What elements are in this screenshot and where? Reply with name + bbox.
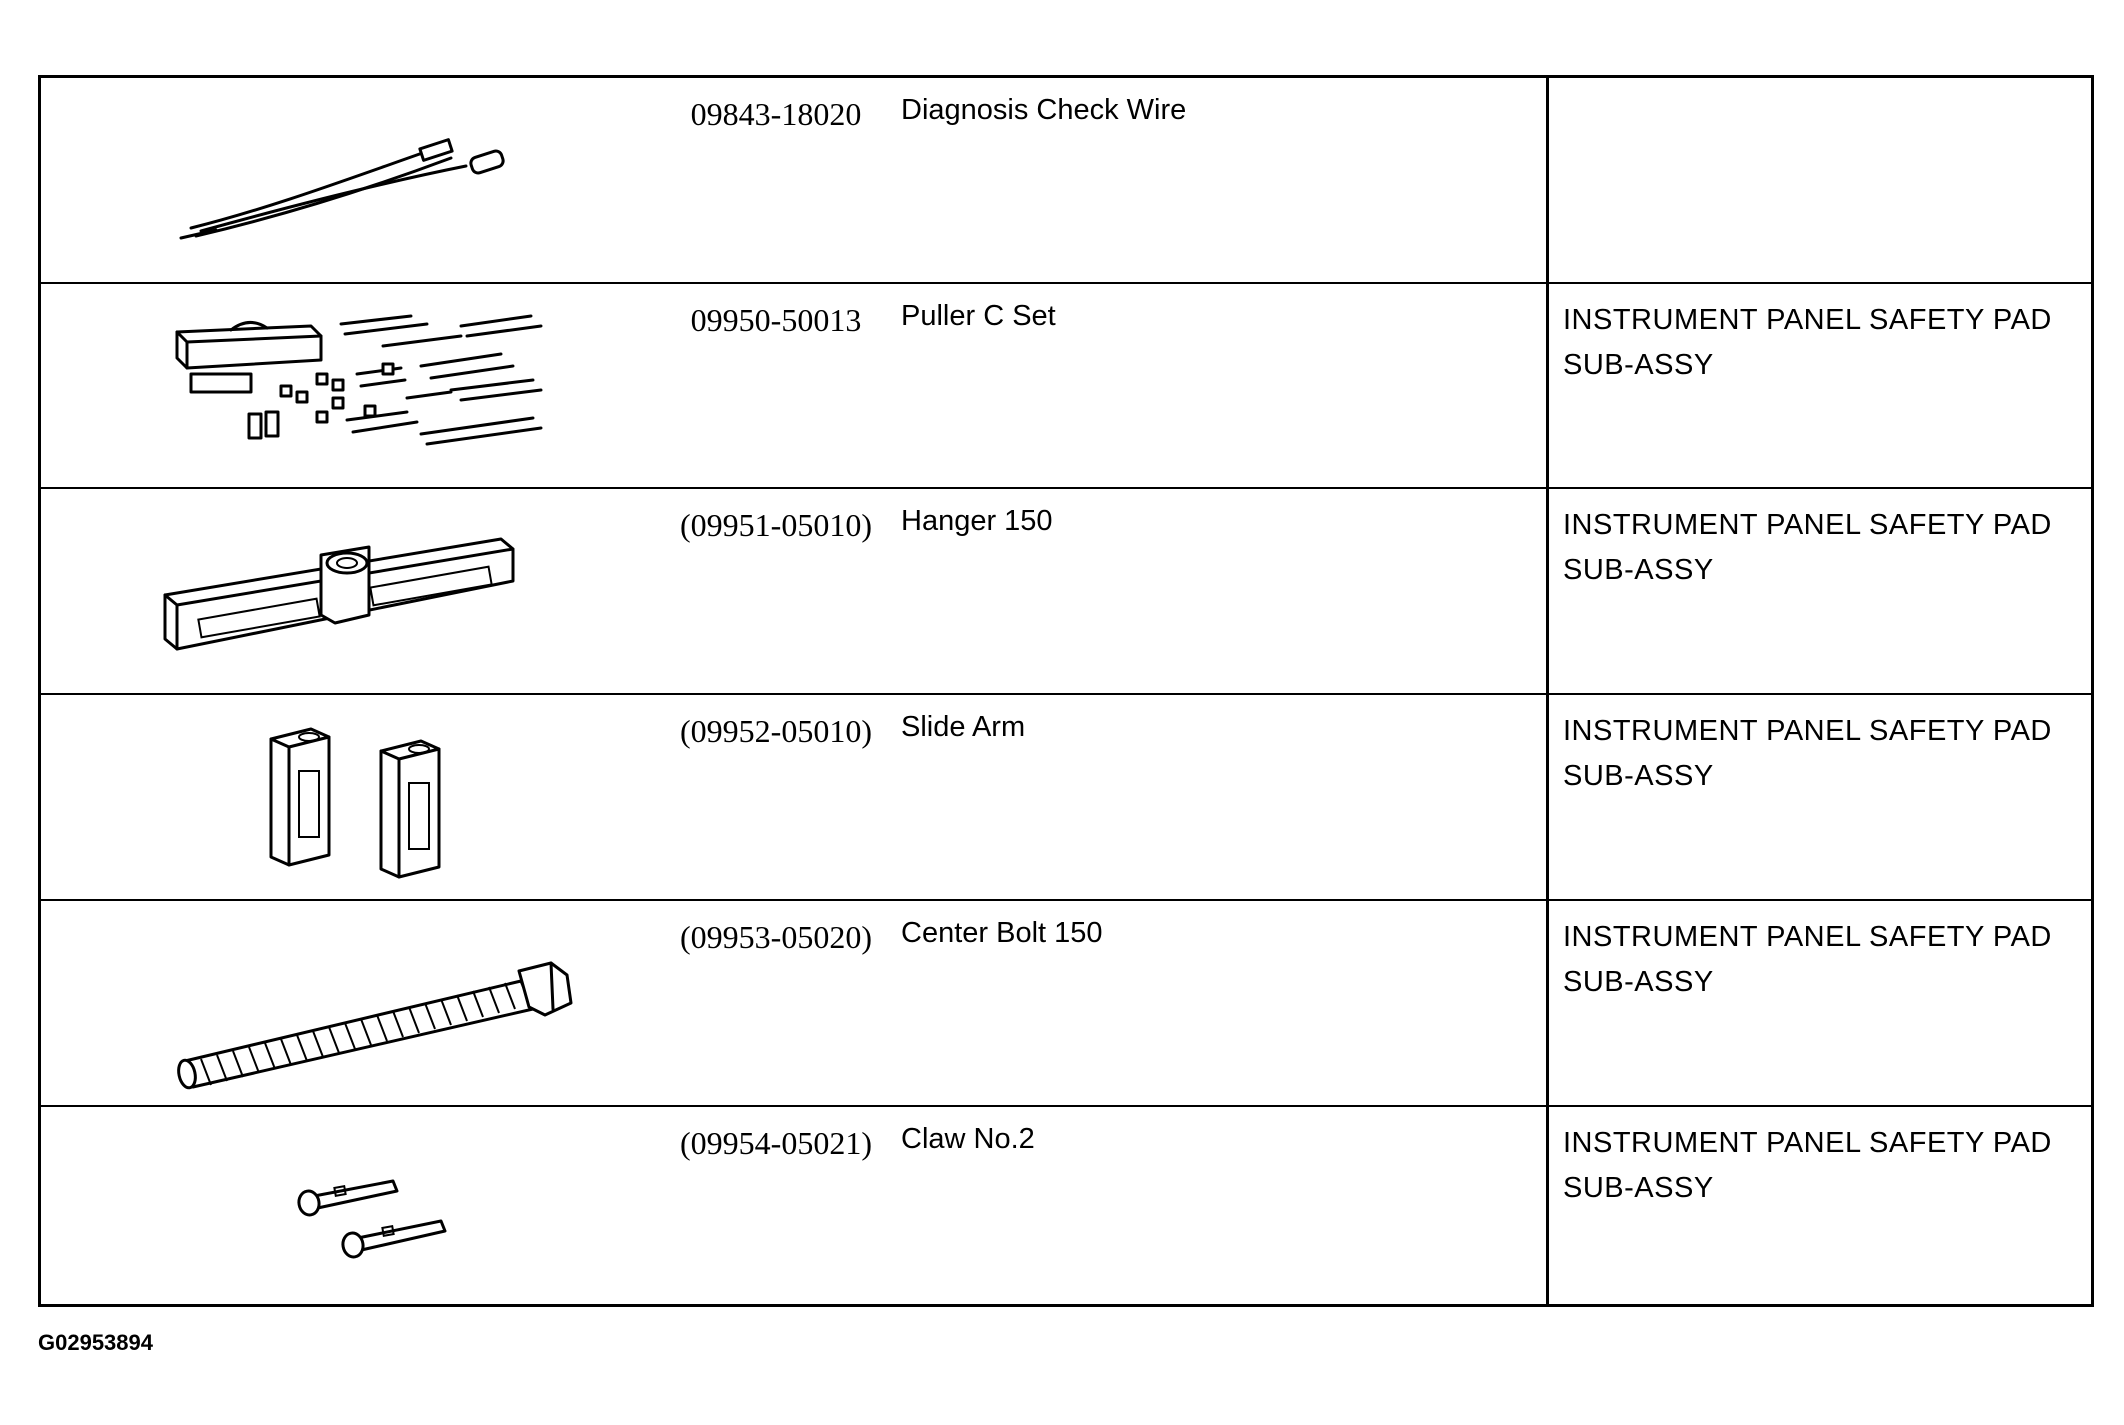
part-name: Puller C Set [901, 300, 1056, 332]
part-name: Center Bolt 150 [901, 917, 1103, 949]
slide-arm-illustration [269, 727, 441, 879]
usage-text: INSTRUMENT PANEL SAFETY PAD SUB-ASSY [1563, 304, 2052, 381]
table-row: (09951-05010) Hanger 150 INSTRUMENT PANE… [41, 489, 2091, 695]
part-name: Claw No.2 [901, 1123, 1035, 1155]
center-bolt-illustration [177, 961, 573, 1090]
usage-text: INSTRUMENT PANEL SAFETY PAD SUB-ASSY [1563, 921, 2052, 998]
part-number: (09954-05021) [680, 1125, 872, 1161]
usage-text: INSTRUMENT PANEL SAFETY PAD SUB-ASSY [1563, 509, 2052, 586]
usage-text: INSTRUMENT PANEL SAFETY PAD SUB-ASSY [1563, 1127, 2052, 1204]
usage-text: INSTRUMENT PANEL SAFETY PAD SUB-ASSY [1563, 715, 2052, 792]
hanger-illustration [163, 537, 515, 651]
table-row: 09950-50013 Puller C Set INSTRUMENT PANE… [41, 284, 2091, 489]
table-row: (09952-05010) Slide Arm INSTRUMENT PANEL… [41, 695, 2091, 901]
column-divider [1546, 78, 1549, 1304]
part-name: Diagnosis Check Wire [901, 94, 1187, 126]
part-number: 09843-18020 [690, 96, 862, 132]
part-number: (09951-05010) [680, 507, 872, 543]
figure-code: G02953894 [38, 1330, 153, 1355]
table-row: (09953-05020) Center Bolt 150 INSTRUMENT… [41, 901, 2091, 1107]
part-number: (09953-05020) [680, 919, 872, 955]
part-number: (09952-05010) [680, 713, 872, 749]
diagnosis-check-wire-illustration [179, 138, 505, 240]
table-row: 09843-18020 Diagnosis Check Wire [41, 78, 2091, 284]
puller-c-set-illustration [175, 314, 543, 446]
claw-illustration [297, 1179, 447, 1259]
table-row: (09954-05021) Claw No.2 INSTRUMENT PANEL… [41, 1107, 2091, 1304]
special-service-tools-table: 09843-18020 Diagnosis Check Wire [38, 75, 2094, 1307]
part-name: Hanger 150 [901, 505, 1053, 537]
part-name: Slide Arm [901, 711, 1026, 743]
part-number: 09950-50013 [690, 302, 862, 338]
